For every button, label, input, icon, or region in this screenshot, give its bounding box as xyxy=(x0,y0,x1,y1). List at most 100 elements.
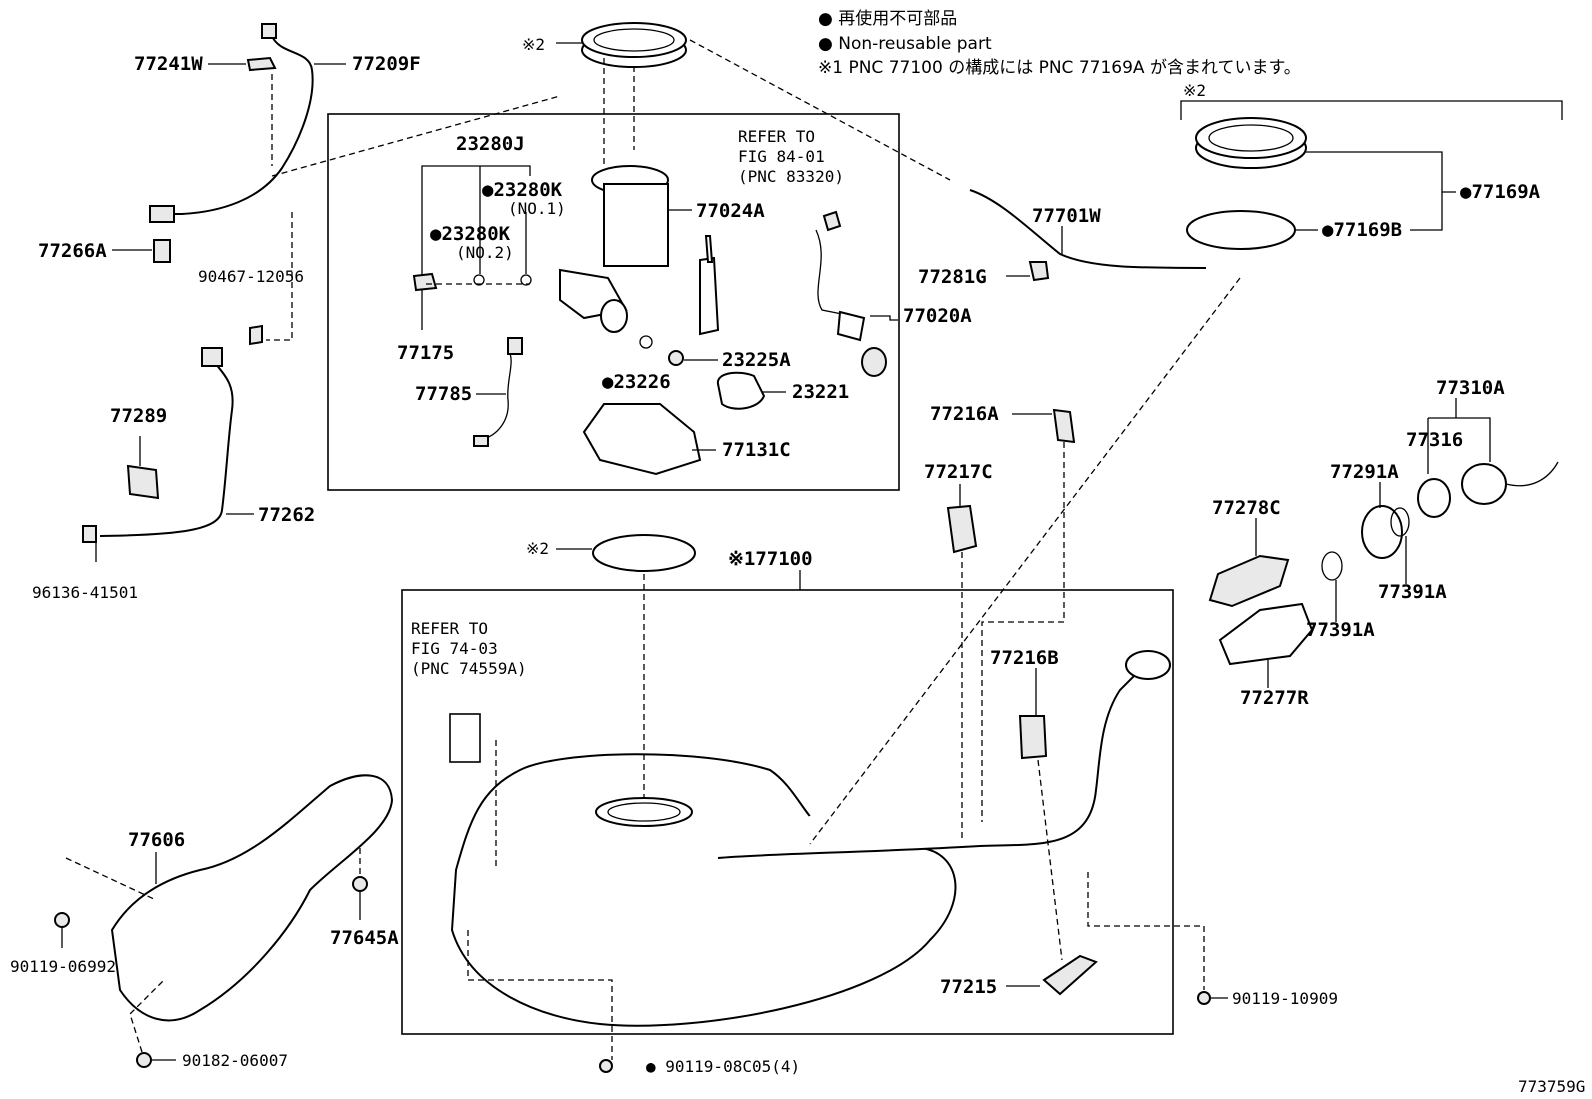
pump-bracket-rod xyxy=(699,256,720,336)
lock-ring-top xyxy=(581,22,687,68)
ref-74-line3: (PNC 74559A) xyxy=(411,659,527,678)
label-23225a[interactable]: 23225A xyxy=(722,349,791,371)
note-en-nonreusable: ● Non-reusable part xyxy=(818,34,992,54)
hose-77262 xyxy=(99,355,234,537)
clip-90467 xyxy=(249,324,263,346)
label-77316[interactable]: 77316 xyxy=(1406,429,1463,451)
label-23226[interactable]: ●23226 xyxy=(602,371,671,393)
pump-spring xyxy=(704,235,714,263)
filler-neck-77291a xyxy=(1361,505,1403,559)
leader-23280j xyxy=(421,165,531,276)
label-90119-08c05[interactable]: ● 90119-08C05(4) xyxy=(646,1057,800,1076)
oring-77391a-a xyxy=(1321,551,1343,581)
label-77024a[interactable]: 77024A xyxy=(696,200,765,222)
leader-77169a xyxy=(1306,151,1456,193)
label-96136-41501[interactable]: 96136-41501 xyxy=(32,583,138,602)
hose-77262-end xyxy=(201,347,223,367)
label-77606[interactable]: 77606 xyxy=(128,829,185,851)
bolt-90119-06992 xyxy=(54,912,70,928)
label-77169b[interactable]: ●77169B xyxy=(1322,219,1402,241)
label-90467-12056[interactable]: 90467-12056 xyxy=(198,267,304,286)
label-77291a[interactable]: 77291A xyxy=(1330,461,1399,483)
bracket-77216b xyxy=(1018,715,1048,760)
wire-77785 xyxy=(479,349,512,441)
hose-connector-top xyxy=(261,23,277,39)
dash-10909 xyxy=(1087,872,1205,990)
fuel-tank-77100 xyxy=(450,753,957,1027)
label-77391a-b[interactable]: 77391A xyxy=(1378,581,1447,603)
set-bracket xyxy=(1180,100,1563,120)
label-77262[interactable]: 77262 xyxy=(258,504,315,526)
bolt-90119-10909 xyxy=(1197,991,1211,1005)
nut-90182 xyxy=(136,1052,152,1068)
oring-no1 xyxy=(520,274,532,286)
label-77310a[interactable]: 77310A xyxy=(1436,377,1505,399)
clip-77645a xyxy=(352,876,368,892)
filter-cup-77131c xyxy=(582,403,702,476)
dash-tube-to-tank xyxy=(809,277,1241,845)
oring-23226 xyxy=(639,335,653,349)
label-77266a[interactable]: 77266A xyxy=(38,240,107,262)
fuel-sender-gauge xyxy=(815,210,887,377)
insulator-77606 xyxy=(110,774,394,1022)
ref-84-line1: REFER TO xyxy=(738,127,815,146)
label-77241w[interactable]: 77241W xyxy=(134,53,203,75)
label-23280k-no2-sub: (NO.2) xyxy=(456,243,514,262)
label-77216a[interactable]: 77216A xyxy=(930,403,999,425)
fuel-pump-assembly xyxy=(559,165,669,333)
label-mark2-top: ※2 xyxy=(522,35,545,54)
dash-08c05 xyxy=(467,930,613,1060)
ref-84-line2: FIG 84-01 xyxy=(738,147,825,166)
clip-77241w xyxy=(246,56,277,72)
label-77277r[interactable]: 77277R xyxy=(1240,687,1309,709)
label-77281g[interactable]: 77281G xyxy=(918,266,987,288)
dash-77215 xyxy=(1037,759,1063,961)
cover-77277r xyxy=(1218,602,1314,666)
label-77289[interactable]: 77289 xyxy=(110,405,167,427)
dash-06992 xyxy=(65,857,157,901)
cap-gasket-77316 xyxy=(1417,478,1451,518)
gasket-right xyxy=(1186,210,1296,250)
clip-77266a xyxy=(153,239,171,263)
filler-pipe-inlet xyxy=(1125,650,1171,680)
label-23280k-no2[interactable]: ●23280K xyxy=(430,223,511,245)
label-23221[interactable]: 23221 xyxy=(792,381,849,403)
label-77278c[interactable]: 77278C xyxy=(1212,497,1281,519)
label-mark2-mid: ※2 xyxy=(526,539,549,558)
label-77209f[interactable]: 77209F xyxy=(352,53,421,75)
label-77020a[interactable]: 77020A xyxy=(903,305,972,327)
figure-id: 773759G xyxy=(1518,1077,1585,1096)
label-77169a[interactable]: ●77169A xyxy=(1460,181,1541,203)
label-23280k-no1[interactable]: ●23280K xyxy=(482,179,563,201)
label-77785[interactable]: 77785 xyxy=(415,383,472,405)
protector-77278c xyxy=(1208,554,1290,608)
oring-77391a-b xyxy=(1390,507,1410,537)
washer-23225a xyxy=(668,350,684,366)
label-77131c[interactable]: 77131C xyxy=(722,439,791,461)
label-90182-06007[interactable]: 90182-06007 xyxy=(182,1051,288,1070)
leader-77020a xyxy=(870,315,898,321)
label-77217c[interactable]: 77217C xyxy=(924,461,993,483)
label-90119-10909[interactable]: 90119-10909 xyxy=(1232,989,1338,1008)
ref-74-line1: REFER TO xyxy=(411,619,488,638)
gasket-mid xyxy=(592,534,696,572)
label-77391a-a[interactable]: 77391A xyxy=(1306,619,1375,641)
label-77216b[interactable]: 77216B xyxy=(990,647,1059,669)
note-pnc-composition: ※1 PNC 77100 の構成には PNC 77169A が含まれています。 xyxy=(818,58,1301,78)
wire-77785-connector xyxy=(507,337,523,355)
bracket-77215 xyxy=(1042,954,1098,996)
label-77100[interactable]: ※177100 xyxy=(728,548,813,570)
leader-77310a xyxy=(1428,417,1491,462)
clip-77216a xyxy=(1052,408,1076,444)
label-77701w[interactable]: 77701W xyxy=(1032,205,1101,227)
label-77215[interactable]: 77215 xyxy=(940,976,997,998)
clamp-77289 xyxy=(126,464,160,500)
label-23280j[interactable]: 23280J xyxy=(456,133,525,155)
wire-77785-end xyxy=(473,435,489,447)
ref-84-line3: (PNC 83320) xyxy=(738,167,844,186)
fuel-pump-module-box xyxy=(327,113,900,491)
label-77175[interactable]: 77175 xyxy=(397,342,454,364)
leader-77169-bracket xyxy=(1410,192,1443,231)
label-90119-06992[interactable]: 90119-06992 xyxy=(10,957,116,976)
label-77645a[interactable]: 77645A xyxy=(330,927,399,949)
